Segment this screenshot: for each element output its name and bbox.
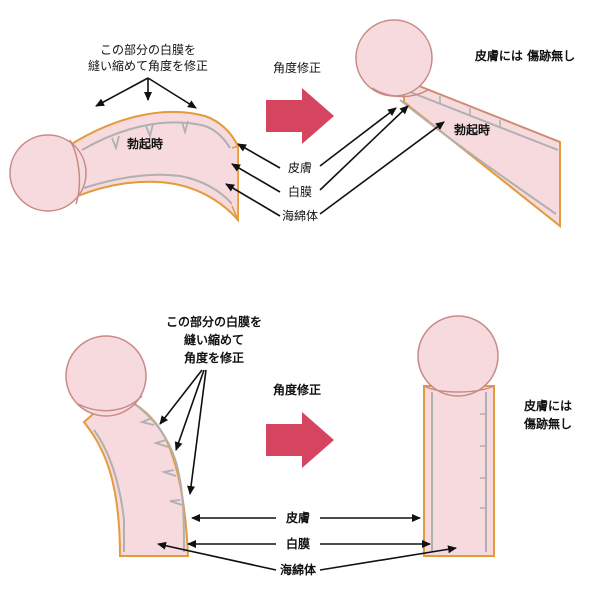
bottom-suture-note-line3: 角度を修正 bbox=[184, 350, 244, 365]
bottom-correction-label: 角度修正 bbox=[273, 382, 321, 397]
bottom-layer-skin: 皮膚 bbox=[285, 510, 310, 525]
top-left-shaft-end bbox=[231, 144, 239, 221]
bottom-layer-corpus: 海綿体 bbox=[280, 562, 317, 577]
top-layer-skin: 皮膚 bbox=[288, 160, 312, 175]
bottom-left-suture-notches bbox=[139, 417, 183, 506]
top-erect-label-right: 勃起時 bbox=[454, 122, 490, 137]
top-correction-label: 角度修正 bbox=[273, 60, 321, 75]
bottom-left-curved-organ bbox=[65, 335, 190, 557]
bottom-no-scar-line1: 皮膚には bbox=[523, 398, 572, 413]
bottom-left-glans bbox=[65, 335, 147, 417]
top-layer-arrows bbox=[225, 105, 445, 217]
top-left-shaft-outer bbox=[68, 110, 239, 223]
top-right-suture-marks bbox=[439, 96, 501, 128]
top-left-tunica-line-lower bbox=[83, 173, 233, 205]
top-no-scar-note: 皮膚には 傷跡無し bbox=[474, 48, 575, 63]
top-left-glans-rim bbox=[69, 139, 81, 205]
top-layer-corpus: 海綿体 bbox=[282, 208, 318, 223]
bottom-process-arrow bbox=[266, 412, 334, 468]
bottom-right-shaft bbox=[423, 385, 495, 557]
top-right-glans-rim bbox=[371, 87, 429, 98]
top-suture-note-line1: この部分の白膜を bbox=[100, 42, 196, 57]
bottom-no-scar-line2: 傷跡無し bbox=[523, 416, 572, 431]
top-suture-note-line2: 縫い縮めて角度を修正 bbox=[88, 58, 208, 73]
bottom-left-tunica-inner bbox=[93, 429, 125, 552]
bottom-suture-note-line1: この部分の白膜を bbox=[166, 314, 262, 329]
top-erect-label-left: 勃起時 bbox=[127, 136, 163, 151]
top-right-tunica-lower bbox=[399, 99, 557, 215]
top-suture-arrows bbox=[95, 77, 197, 109]
bottom-layer-tunica: 白膜 bbox=[286, 536, 310, 551]
top-right-straight-organ bbox=[355, 19, 561, 229]
bottom-left-tunica-outer bbox=[131, 401, 185, 553]
top-layer-tunica: 白膜 bbox=[288, 184, 312, 199]
top-left-tunica-line bbox=[81, 121, 231, 151]
bottom-suture-note-line2: 縫い縮めて bbox=[184, 332, 244, 347]
top-right-glans bbox=[355, 19, 433, 97]
top-left-curved-organ bbox=[9, 110, 239, 223]
bottom-right-glans bbox=[417, 315, 499, 397]
top-right-tunica-upper bbox=[409, 91, 559, 151]
bottom-left-glans-rim bbox=[77, 395, 143, 412]
top-left-glans bbox=[9, 134, 87, 212]
top-left-suture-notches bbox=[111, 120, 189, 151]
bottom-right-glans-rim bbox=[423, 385, 495, 393]
top-right-shaft-top-edge bbox=[403, 79, 561, 143]
bottom-right-suture-marks bbox=[480, 413, 486, 509]
bottom-suture-arrows bbox=[159, 369, 207, 495]
bottom-layer-arrows bbox=[157, 514, 457, 571]
top-process-arrow bbox=[266, 88, 334, 144]
bottom-right-straight-organ bbox=[417, 315, 499, 557]
top-right-shaft bbox=[403, 78, 561, 229]
